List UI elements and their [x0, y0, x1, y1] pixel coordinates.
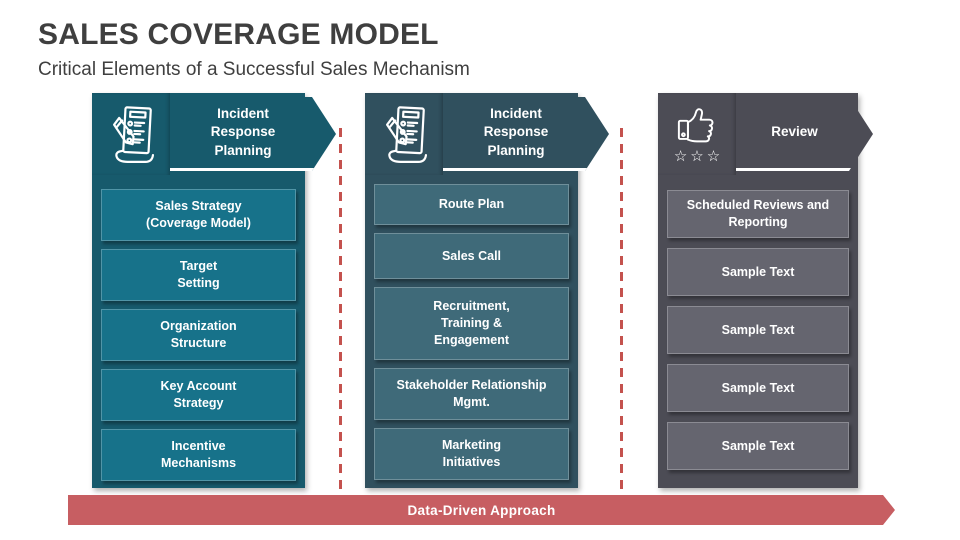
list-item: Sales Strategy (Coverage Model)	[101, 189, 296, 241]
column-header-arrow: Incident Response Planning	[170, 97, 336, 171]
list-item: Recruitment, Training & Engagement	[374, 287, 569, 360]
list-item: Scheduled Reviews and Reporting	[667, 190, 849, 238]
review-item-list: Scheduled Reviews and Reporting Sample T…	[667, 190, 849, 480]
list-item: Target Setting	[101, 249, 296, 301]
list-item: Route Plan	[374, 184, 569, 225]
list-item: Stakeholder Relationship Mgmt.	[374, 368, 569, 420]
list-item: Sample Text	[667, 306, 849, 354]
execution-column-panel: Incident Response Planning Route Plan Sa…	[365, 93, 578, 488]
list-item: Key Account Strategy	[101, 369, 296, 421]
list-item: Sample Text	[667, 364, 849, 412]
planning-column-panel: Incident Response Planning Sales Strateg…	[92, 93, 305, 488]
column-header-arrow: Incident Response Planning	[443, 97, 609, 171]
column-header-arrow: Review	[736, 97, 873, 171]
list-item: Incentive Mechanisms	[101, 429, 296, 481]
checklist-pencil-icon	[92, 93, 170, 175]
list-item: Organization Structure	[101, 309, 296, 361]
list-item: Sales Call	[374, 233, 569, 279]
thumbs-up-stars-icon: ☆☆☆	[658, 93, 736, 175]
dashed-divider	[339, 128, 342, 497]
data-driven-approach-banner: Data-Driven Approach	[68, 495, 895, 525]
page-subtitle: Critical Elements of a Successful Sales …	[38, 59, 470, 80]
execution-item-list: Route Plan Sales Call Recruitment, Train…	[374, 184, 569, 488]
review-column-panel: Review ☆☆☆ Scheduled Reviews and Reporti…	[658, 93, 858, 488]
checklist-pencil-icon	[365, 93, 443, 175]
dashed-divider	[620, 128, 623, 497]
page-title: SALES COVERAGE MODEL	[38, 18, 439, 51]
list-item: Marketing Initiatives	[374, 428, 569, 480]
list-item: Sample Text	[667, 248, 849, 296]
three-stars-icon: ☆☆☆	[673, 147, 724, 165]
list-item: Sample Text	[667, 422, 849, 470]
planning-item-list: Sales Strategy (Coverage Model) Target S…	[101, 189, 296, 489]
